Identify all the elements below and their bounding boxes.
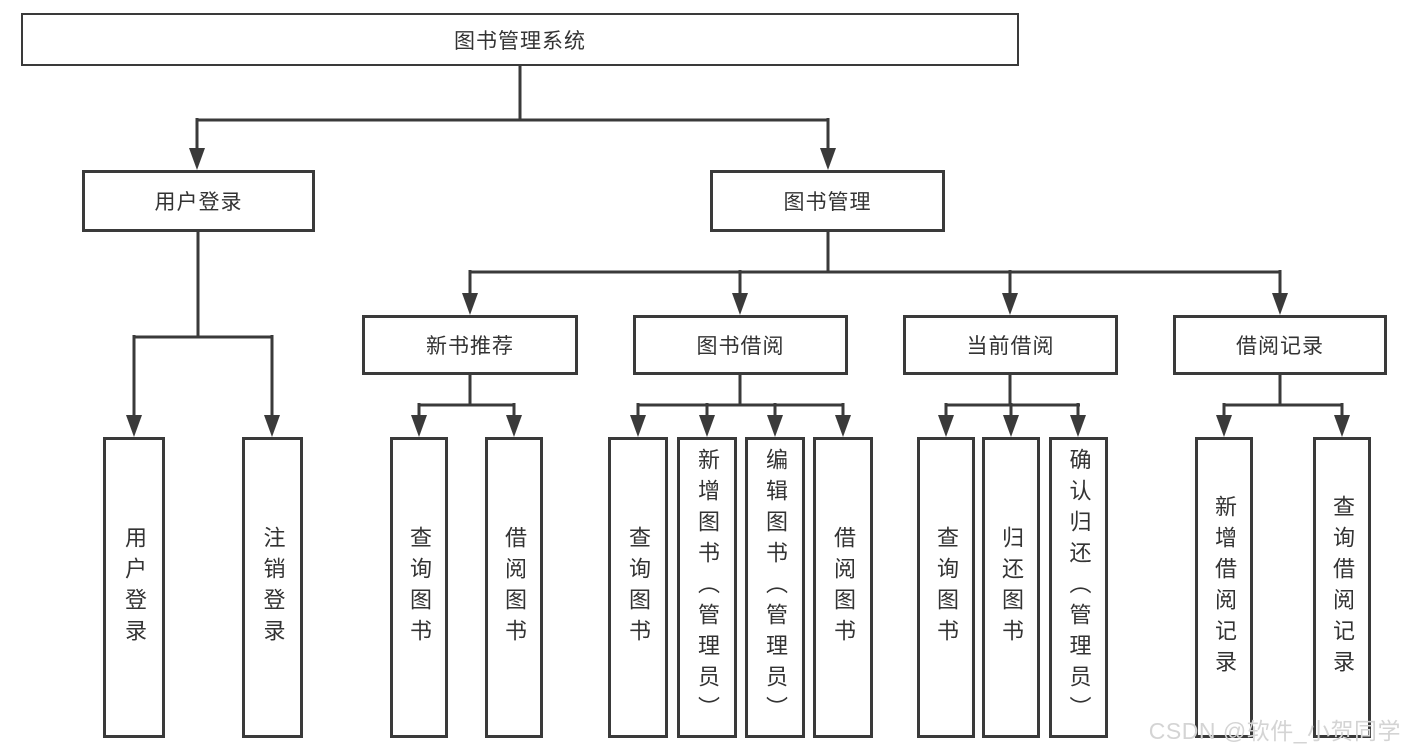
connector-book-mgmt-to-level3 — [462, 232, 1288, 315]
node-current-borrowing: 当前借阅 — [903, 315, 1118, 375]
node-label: 用户登录 — [154, 191, 243, 214]
node-label: 借阅图书 — [831, 525, 856, 650]
node-label: 借阅记录 — [1236, 335, 1324, 358]
node-user-login: 用户登录 — [82, 170, 315, 232]
node-label: 当前借阅 — [966, 335, 1055, 358]
csdn-watermark: CSDN @软件_小贺同学 — [1148, 718, 1401, 744]
node-label: 编辑图书（管理员） — [763, 448, 788, 727]
leaf-add-books-admin: 新增图书（管理员） — [677, 437, 737, 738]
leaf-query-books-1: 查询图书 — [390, 437, 448, 738]
connector-root-to-level2 — [189, 66, 836, 170]
leaf-user-login: 用户登录 — [103, 437, 165, 738]
connector-new-books-to-leaves — [411, 375, 522, 437]
leaf-return-books: 归还图书 — [982, 437, 1040, 738]
leaf-edit-books-admin: 编辑图书（管理员） — [745, 437, 805, 738]
node-label: 查询图书 — [626, 525, 651, 650]
node-label: 用户登录 — [122, 525, 147, 650]
connector-book-borrow-to-leaves — [630, 375, 851, 437]
leaf-borrow-books-1: 借阅图书 — [485, 437, 543, 738]
node-label: 注销登录 — [260, 525, 286, 650]
node-label: 确认归还（管理员） — [1066, 448, 1092, 727]
node-label: 新增借阅记录 — [1212, 494, 1237, 681]
node-label: 查询图书 — [934, 525, 959, 650]
leaf-query-books-3: 查询图书 — [917, 437, 975, 738]
leaf-add-borrow-record: 新增借阅记录 — [1195, 437, 1253, 738]
leaf-query-books-2: 查询图书 — [608, 437, 668, 738]
node-book-management: 图书管理 — [710, 170, 945, 232]
leaf-borrow-books-2: 借阅图书 — [813, 437, 873, 738]
connector-borrow-records-to-leaves — [1216, 375, 1350, 437]
node-label: 图书管理 — [783, 191, 872, 214]
node-label: 查询图书 — [407, 525, 432, 650]
node-borrowing-records: 借阅记录 — [1173, 315, 1387, 375]
node-new-book-recommend: 新书推荐 — [362, 315, 578, 375]
node-label: 图书借阅 — [696, 335, 785, 358]
leaf-query-borrow-record: 查询借阅记录 — [1313, 437, 1371, 738]
node-label: 新增图书（管理员） — [695, 448, 720, 727]
node-label: 归还图书 — [999, 525, 1024, 650]
node-label: 新书推荐 — [426, 335, 514, 358]
node-label: 图书管理系统 — [454, 29, 586, 53]
connector-current-borrow-to-leaves — [938, 375, 1086, 437]
node-label: 查询借阅记录 — [1330, 494, 1355, 681]
leaf-logout: 注销登录 — [242, 437, 303, 738]
node-label: 借阅图书 — [502, 525, 527, 650]
connector-user-login-to-leaves — [126, 232, 280, 437]
leaf-confirm-return-admin: 确认归还（管理员） — [1049, 437, 1108, 738]
node-root-system: 图书管理系统 — [21, 13, 1019, 66]
node-book-borrowing: 图书借阅 — [633, 315, 848, 375]
